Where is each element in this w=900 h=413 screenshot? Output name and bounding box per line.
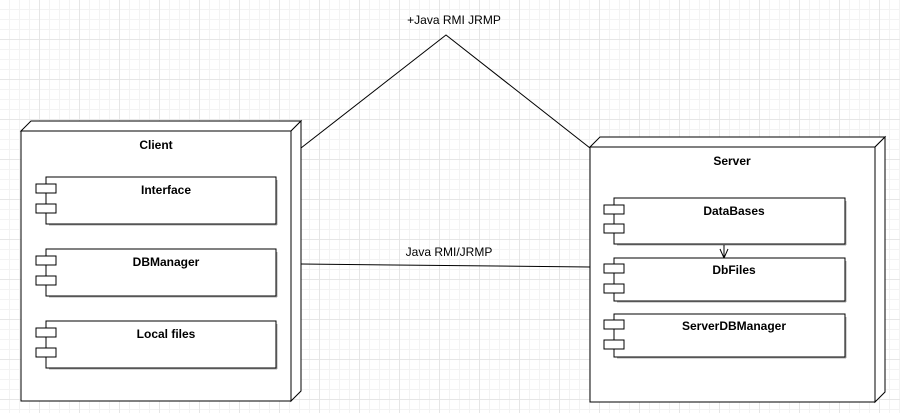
component-local-files[interactable] [35,320,278,370]
component-serverdbmanager-label: ServerDBManager [682,319,786,333]
component-dbmanager-label: DBManager [133,255,200,269]
component-dbmanager[interactable] [35,248,278,298]
component-serverdbmanager[interactable] [603,313,847,359]
component-local-files-label: Local files [137,327,196,341]
component-dbfiles[interactable] [603,257,847,303]
component-databases-label: DataBases [703,204,765,218]
component-dbfiles-label: DbFiles [712,263,756,277]
connection-middle-label: Java RMI/JRMP [406,245,493,259]
component-interface[interactable] [35,176,278,226]
component-interface-label: Interface [141,183,191,197]
connection-top[interactable] [300,34,591,149]
client-node-title: Client [139,138,172,152]
component-databases[interactable] [603,197,847,246]
server-node-title: Server [713,154,751,168]
connection-middle[interactable] [300,263,591,268]
connection-top-label: +Java RMI JRMP [407,13,501,27]
